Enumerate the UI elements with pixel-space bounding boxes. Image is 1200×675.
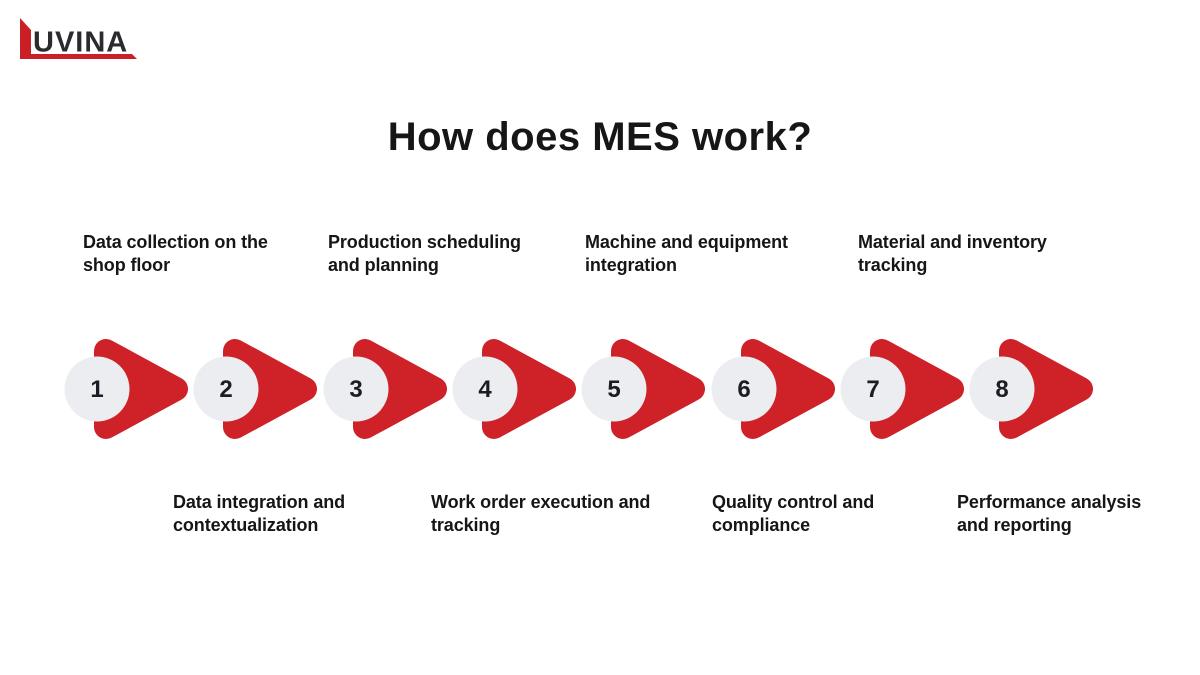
step-label-2: Data integration and contextualization <box>173 492 346 535</box>
step-arrow-7: 7 <box>838 334 978 444</box>
logo-l-shape-icon <box>20 18 137 59</box>
step-number: 3 <box>349 376 362 403</box>
step-number: 7 <box>866 376 879 403</box>
step-number-circle <box>323 356 389 422</box>
step-label-1: Data collection on the shop floor <box>83 232 268 275</box>
step-number: 4 <box>478 376 492 403</box>
step-number-circle <box>64 356 130 422</box>
step-arrow-1: 1 <box>62 334 202 444</box>
luvina-logo: UVINA <box>20 18 137 59</box>
step-number: 6 <box>737 376 750 403</box>
step-label-7: Material and inventory tracking <box>858 232 1047 275</box>
step-number: 2 <box>219 376 232 403</box>
step-number-circle <box>711 356 777 422</box>
step-arrow-6: 6 <box>709 334 849 444</box>
step-arrow-2: 2 <box>191 334 331 444</box>
step-number: 8 <box>995 376 1008 403</box>
step-number-circle <box>581 356 647 422</box>
step-label-5: Machine and equipment integration <box>585 232 788 275</box>
step-number-circle <box>193 356 259 422</box>
step-arrow-8: 8 <box>967 334 1107 444</box>
step-number-circle <box>840 356 906 422</box>
step-number: 1 <box>90 376 103 403</box>
step-label-8: Performance analysis and reporting <box>957 492 1142 535</box>
step-number-circle <box>969 356 1035 422</box>
step-arrow-3: 3 <box>321 334 461 444</box>
page-title: How does MES work? <box>387 115 813 159</box>
step-label-6: Quality control and compliance <box>712 492 875 535</box>
step-arrow-4: 4 <box>450 334 590 444</box>
logo-wordmark: UVINA <box>33 27 128 59</box>
step-number: 5 <box>607 376 620 403</box>
step-label-4: Work order execution and tracking <box>431 492 651 535</box>
step-label-3: Production scheduling and planning <box>328 232 521 275</box>
step-number-circle <box>452 356 518 422</box>
step-arrow-5: 5 <box>579 334 719 444</box>
